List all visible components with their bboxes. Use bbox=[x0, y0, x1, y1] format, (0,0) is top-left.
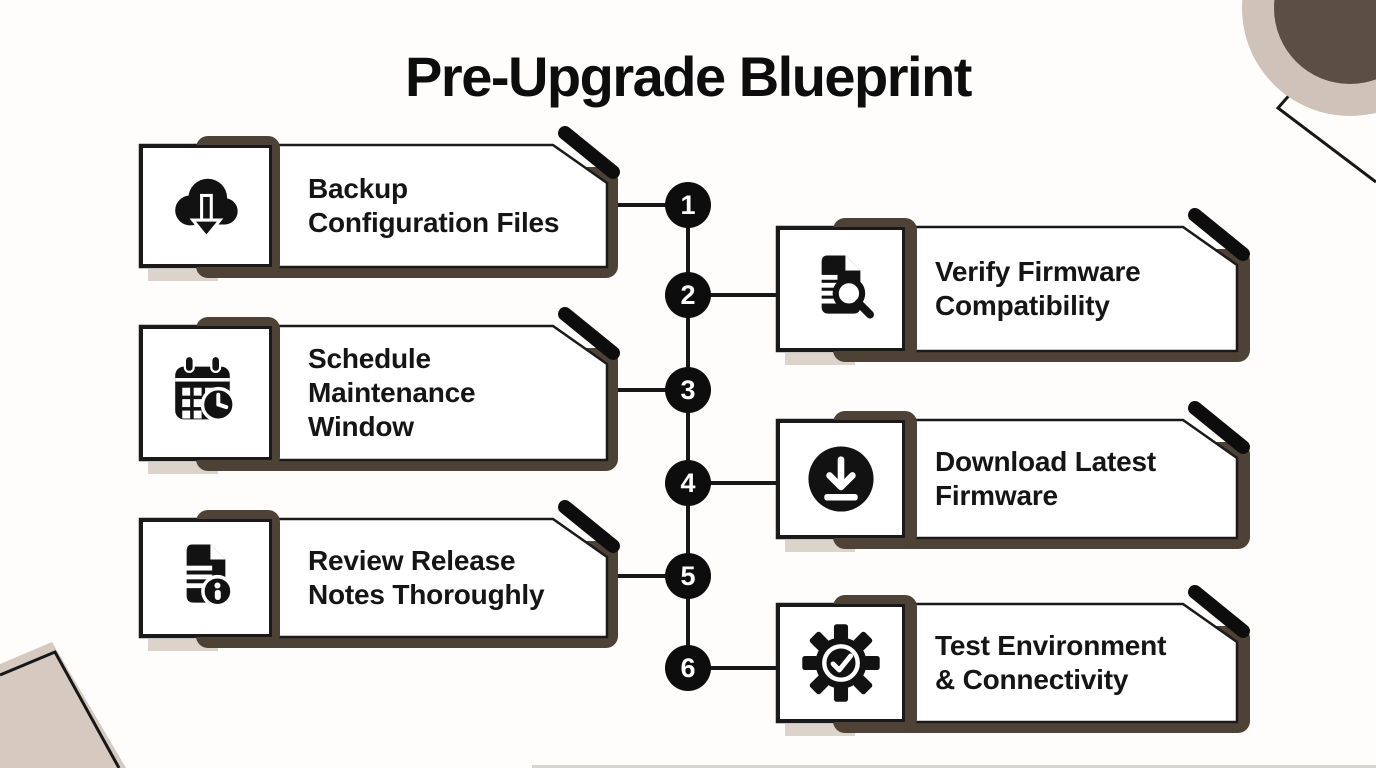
calendar-clock-icon bbox=[140, 326, 272, 460]
corner-accent-stroke bbox=[1188, 208, 1250, 261]
decor-hexagon bbox=[0, 642, 126, 768]
corner-accent-stroke bbox=[1188, 585, 1250, 638]
node-number: 4 bbox=[680, 467, 696, 498]
timeline-node-6: 6 bbox=[665, 645, 711, 691]
timeline-node-4: 4 bbox=[665, 460, 711, 506]
timeline-node-2: 2 bbox=[665, 272, 711, 318]
connector-step-4 bbox=[706, 481, 781, 485]
connector-step-5 bbox=[600, 574, 670, 578]
timeline-node-5: 5 bbox=[665, 553, 711, 599]
node-number: 3 bbox=[680, 374, 696, 405]
connector-step-3 bbox=[600, 388, 670, 392]
timeline-node-3: 3 bbox=[665, 367, 711, 413]
connector-step-6 bbox=[706, 666, 781, 670]
corner-accent-stroke bbox=[1188, 401, 1250, 454]
step-title: Review Release Notes Thoroughly bbox=[308, 545, 545, 610]
connector-step-2 bbox=[706, 293, 781, 297]
connector-step-1 bbox=[600, 203, 670, 207]
timeline-node-1: 1 bbox=[665, 182, 711, 228]
step-title: Verify Firmware Compatibility bbox=[935, 256, 1141, 321]
step-title: Backup Configuration Files bbox=[308, 173, 560, 238]
decor-hexagon-outline bbox=[0, 650, 121, 768]
cloud-download-icon bbox=[140, 145, 272, 267]
node-number: 2 bbox=[680, 279, 696, 310]
step-title: Schedule Maintenance Window bbox=[308, 343, 476, 442]
page-title: Pre-Upgrade Blueprint bbox=[405, 45, 972, 108]
step-title: Download Latest Firmware bbox=[935, 446, 1157, 511]
step-card-4: Download Latest Firmware bbox=[775, 401, 1250, 552]
step-card-2: Verify Firmware Compatibility bbox=[775, 208, 1250, 365]
timeline-spine bbox=[686, 205, 690, 668]
download-circle-icon bbox=[777, 420, 905, 538]
document-info-icon bbox=[140, 519, 272, 637]
corner-accent-stroke bbox=[558, 126, 620, 179]
step-card-3: Schedule Maintenance Window bbox=[138, 307, 620, 474]
gear-check-icon bbox=[777, 604, 905, 722]
step-card-6: Test Environment & Connectivity bbox=[775, 585, 1250, 736]
step-title: Test Environment & Connectivity bbox=[935, 630, 1167, 695]
step-card-1: Backup Configuration Files bbox=[138, 126, 620, 281]
node-number: 5 bbox=[680, 560, 696, 591]
node-number: 1 bbox=[680, 189, 696, 220]
corner-accent-stroke bbox=[558, 307, 620, 360]
document-search-icon bbox=[777, 227, 905, 351]
node-number: 6 bbox=[680, 652, 696, 683]
corner-accent-stroke bbox=[558, 500, 620, 553]
step-card-5: Review Release Notes Thoroughly bbox=[138, 500, 620, 651]
